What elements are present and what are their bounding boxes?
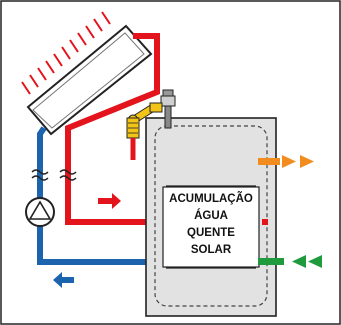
tank-label-line-2: ÁGUA: [194, 210, 228, 222]
hot-water-outlet: [258, 155, 314, 168]
tank-label-line-1: ACUMULAÇÃO: [169, 193, 253, 205]
cold-return-arrow: [53, 272, 74, 288]
relief-valve: [126, 89, 176, 139]
cold-water-inlet: [258, 255, 322, 268]
coil-inlet: [262, 219, 268, 225]
tank-label-line-3: QUENTE: [187, 227, 235, 239]
tank-label: ACUMULAÇÃO ÁGUA QUENTE SOLAR: [165, 191, 257, 259]
hot-flow-pipe: [65, 33, 265, 225]
tank-label-box: [162, 186, 260, 268]
circulation-pump: [25, 197, 55, 227]
tank-label-line-4: SOLAR: [190, 244, 232, 256]
solar-collector: [26, 24, 153, 136]
pipe-break-marks: [31, 169, 77, 181]
sun-rays: [21, 11, 111, 95]
hot-flow-arrow: [98, 193, 121, 209]
